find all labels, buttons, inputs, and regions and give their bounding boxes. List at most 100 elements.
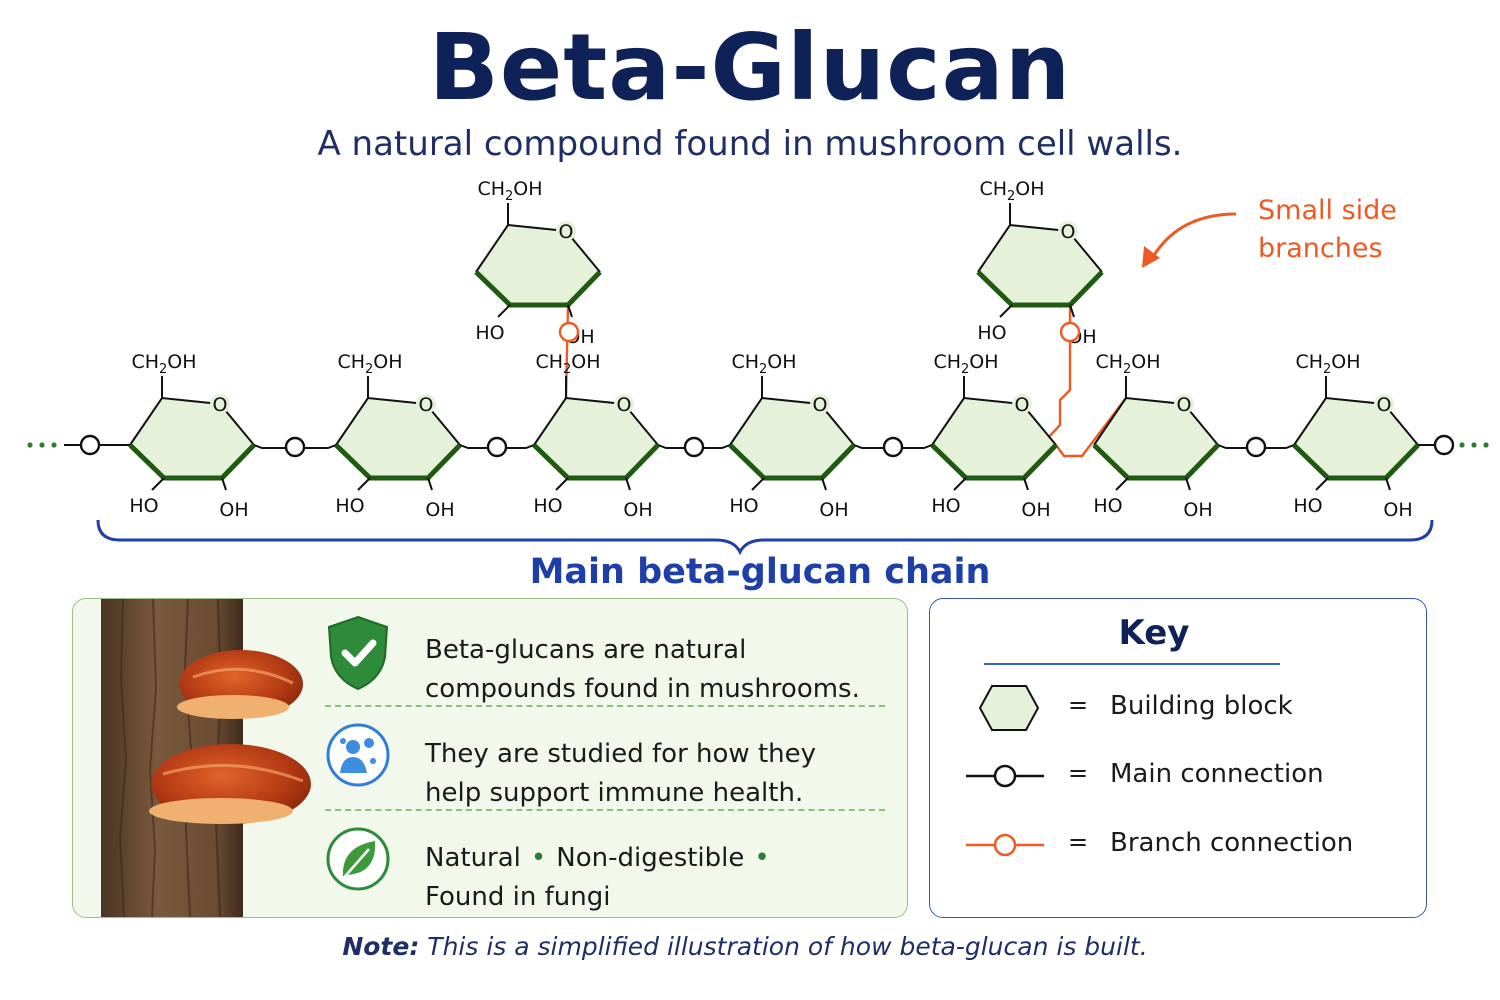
ch2oh-label: CH2OH [131,351,196,377]
footnote: Note: This is a simplified illustration … [0,932,1490,961]
info-item-tags: Natural•Non-digestible• Found in fungi [323,821,883,917]
ring-fill [1094,398,1218,478]
key-item-branch-connection: = Branch connection [930,820,1426,870]
info-item-immune-health: They are studied for how they help suppo… [323,717,883,817]
annotation-line-1: Small side [1258,195,1397,226]
chain-continuation-dot [27,442,33,448]
ring-oxygen-label: O [617,394,632,416]
oh-bond [625,477,631,491]
oh-bond [427,477,433,491]
ring-oxygen-bg [614,394,634,414]
ring-outline [1093,396,1219,446]
branch-connection-icon [966,833,1044,857]
info-text-line: help support immune health. [425,778,804,808]
info-text-line: They are studied for how they [425,739,817,769]
main-connection-oxygen [79,434,101,456]
branch-connection-oxygen [1059,321,1081,343]
ring-bold-edge [128,443,256,481]
ring-oxygen-label: O [213,394,228,416]
ch2oh-label: CH2OH [979,178,1044,204]
ring-outline [931,396,1057,446]
ch2oh-label: CH2OH [933,351,998,377]
oh-bond [1385,477,1391,491]
main-connection-oxygen [1433,434,1455,456]
ring-outline [1293,396,1419,446]
ring-oxygen-label: O [1061,221,1076,243]
ch2oh-label: CH2OH [477,178,542,204]
ring-fill [336,398,460,478]
ring-fill [534,398,658,478]
key-item-main-connection: = Main connection [930,751,1426,801]
key-underline [984,663,1280,665]
ring-oxygen-label: O [813,394,828,416]
note-label: Note: [342,932,420,961]
equals-sign: = [1068,691,1089,719]
ho-label: HO [533,495,562,517]
key-panel: Key = Building block = Main connection =… [929,598,1427,918]
chain-continuation-dot [1483,442,1489,448]
ho-label: HO [977,322,1006,344]
main-chain-brace [96,519,1434,556]
annotation-line-2: branches [1258,233,1383,264]
ring-fill [1294,398,1418,478]
ch2oh-label: CH2OH [1095,351,1160,377]
key-title: Key [1118,613,1190,653]
page-title: Beta-Glucan [428,14,1072,121]
ho-bond [497,304,511,318]
oh-bond [1069,304,1075,318]
leaf-icon [326,827,390,891]
ring-oxygen-label: O [559,221,574,243]
info-panel: Beta-glucans are natural compounds found… [72,598,908,918]
main-chain-label: Main beta-glucan chain [529,552,991,592]
branch-bond [1055,397,1127,458]
chain-continuation-dot [51,442,57,448]
ring-bold-edge [1292,443,1420,481]
ho-bond [357,477,371,491]
branch-connection-oxygen [558,321,580,343]
note-text: This is a simplified illustration of how… [427,932,1148,961]
key-item-building-block: = Building block [930,683,1426,733]
key-label: Building block [1110,691,1293,721]
ring-fill [476,225,600,305]
equals-sign: = [1068,759,1089,787]
ring-outline [729,396,855,446]
ring-bold-edge [532,443,660,481]
main-connection-oxygen [1245,436,1267,458]
ring-outline [335,396,461,446]
equals-sign: = [1068,828,1089,856]
ho-label: HO [729,495,758,517]
ring-fill [978,225,1102,305]
ring-bold-edge [474,270,602,308]
oh-label: OH [623,499,652,521]
oh-label: OH [425,499,454,521]
ho-label: HO [129,495,158,517]
side-branch-annotation: Small side branches [1258,192,1397,268]
hexagon-icon [978,685,1040,731]
ring-outline [475,223,601,273]
ring-outline [977,223,1103,273]
bullet-separator: • [530,843,547,873]
ring-oxygen-bg [1174,394,1194,414]
ch2oh-label: CH2OH [1295,351,1360,377]
ring-oxygen-label: O [1377,394,1392,416]
ring-oxygen-bg [416,394,436,414]
shield-check-icon [327,615,389,691]
oh-label: OH [1021,499,1050,521]
oh-label: OH [1183,499,1212,521]
info-text-line: compounds found in mushrooms. [425,674,860,704]
ho-bond [999,304,1013,318]
ch2oh-label: CH2OH [731,351,796,377]
ring-oxygen-bg [1374,394,1394,414]
oh-bond [1023,477,1029,491]
annotation-arrow [1148,212,1237,263]
main-connection-icon [966,764,1044,788]
ring-oxygen-label: O [1015,394,1030,416]
ring-bold-edge [930,443,1058,481]
